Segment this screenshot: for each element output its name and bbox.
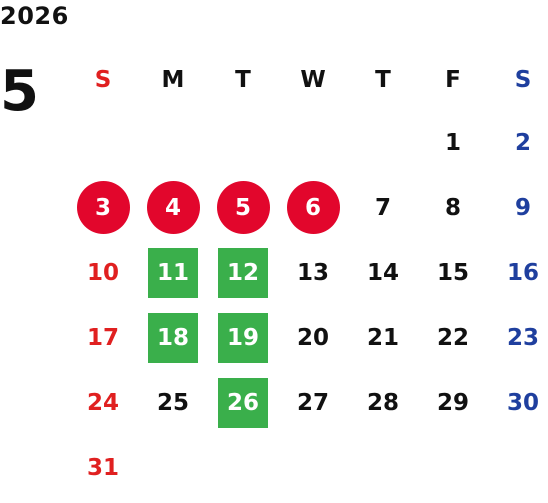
day-number: 8: [444, 194, 461, 221]
day-cell[interactable]: 15: [418, 240, 488, 305]
day-number: 10: [86, 259, 119, 286]
day-cell[interactable]: 18: [138, 305, 208, 370]
day-cell: [418, 435, 488, 500]
day-cell: [278, 110, 348, 175]
day-number: 20: [296, 324, 329, 351]
holiday-day-number: 6: [286, 181, 340, 234]
day-cell[interactable]: 12: [208, 240, 278, 305]
day-cell[interactable]: 17: [68, 305, 138, 370]
weekday-header: W: [300, 67, 326, 93]
day-cell: [138, 435, 208, 500]
day-cell: [68, 110, 138, 175]
day-cell[interactable]: 3: [68, 175, 138, 240]
marked-day-number: 26: [218, 377, 268, 428]
weekday-header: S: [514, 67, 532, 93]
day-cell: [348, 110, 418, 175]
day-number: 22: [436, 324, 469, 351]
marked-day-number: 19: [218, 312, 268, 363]
day-cell[interactable]: 13: [278, 240, 348, 305]
day-cell[interactable]: 26: [208, 370, 278, 435]
holiday-day-number: 4: [146, 181, 200, 234]
day-cell[interactable]: 1: [418, 110, 488, 175]
day-cell: [488, 435, 548, 500]
day-cell[interactable]: 2: [488, 110, 548, 175]
day-number: 14: [366, 259, 399, 286]
day-number: 31: [86, 454, 119, 481]
day-number: 2: [514, 129, 531, 156]
day-number: 30: [506, 389, 539, 416]
day-cell[interactable]: 30: [488, 370, 548, 435]
day-cell[interactable]: 28: [348, 370, 418, 435]
day-cell: [278, 435, 348, 500]
day-cell[interactable]: 8: [418, 175, 488, 240]
day-number: 21: [366, 324, 399, 351]
day-number: 17: [86, 324, 119, 351]
day-cell: [208, 435, 278, 500]
day-cell[interactable]: 9: [488, 175, 548, 240]
day-cell[interactable]: 6: [278, 175, 348, 240]
holiday-day-number: 3: [76, 181, 130, 234]
day-number: 9: [514, 194, 531, 221]
day-cell[interactable]: 27: [278, 370, 348, 435]
day-cell[interactable]: 25: [138, 370, 208, 435]
day-cell[interactable]: 23: [488, 305, 548, 370]
day-cell[interactable]: 29: [418, 370, 488, 435]
day-number: 24: [86, 389, 119, 416]
day-cell[interactable]: 10: [68, 240, 138, 305]
day-cell[interactable]: 11: [138, 240, 208, 305]
marked-day-number: 12: [218, 247, 268, 298]
holiday-day-number: 5: [216, 181, 270, 234]
day-cell[interactable]: 19: [208, 305, 278, 370]
year-label: 2026: [0, 2, 69, 30]
weekday-header: T: [375, 67, 391, 93]
marked-day-number: 11: [148, 247, 198, 298]
day-number: 29: [436, 389, 469, 416]
day-cell[interactable]: 14: [348, 240, 418, 305]
day-number: 15: [436, 259, 469, 286]
day-cell[interactable]: 16: [488, 240, 548, 305]
weekday-header: F: [445, 67, 461, 93]
day-number: 7: [374, 194, 391, 221]
day-number: 27: [296, 389, 329, 416]
day-cell: [138, 110, 208, 175]
month-label: 5: [0, 59, 39, 124]
weekday-header: S: [94, 67, 112, 93]
weekday-header: M: [161, 67, 185, 93]
day-number: 16: [506, 259, 539, 286]
day-number: 25: [156, 389, 189, 416]
day-cell[interactable]: 4: [138, 175, 208, 240]
day-number: 13: [296, 259, 329, 286]
day-number: 23: [506, 324, 539, 351]
day-cell: [348, 435, 418, 500]
day-cell[interactable]: 22: [418, 305, 488, 370]
day-cell[interactable]: 31: [68, 435, 138, 500]
day-cell: [208, 110, 278, 175]
day-cell[interactable]: 20: [278, 305, 348, 370]
day-cell[interactable]: 21: [348, 305, 418, 370]
day-cell[interactable]: 24: [68, 370, 138, 435]
day-cell[interactable]: 7: [348, 175, 418, 240]
marked-day-number: 18: [148, 312, 198, 363]
day-number: 1: [444, 129, 461, 156]
day-cell[interactable]: 5: [208, 175, 278, 240]
day-number: 28: [366, 389, 399, 416]
weekday-header: T: [235, 67, 251, 93]
